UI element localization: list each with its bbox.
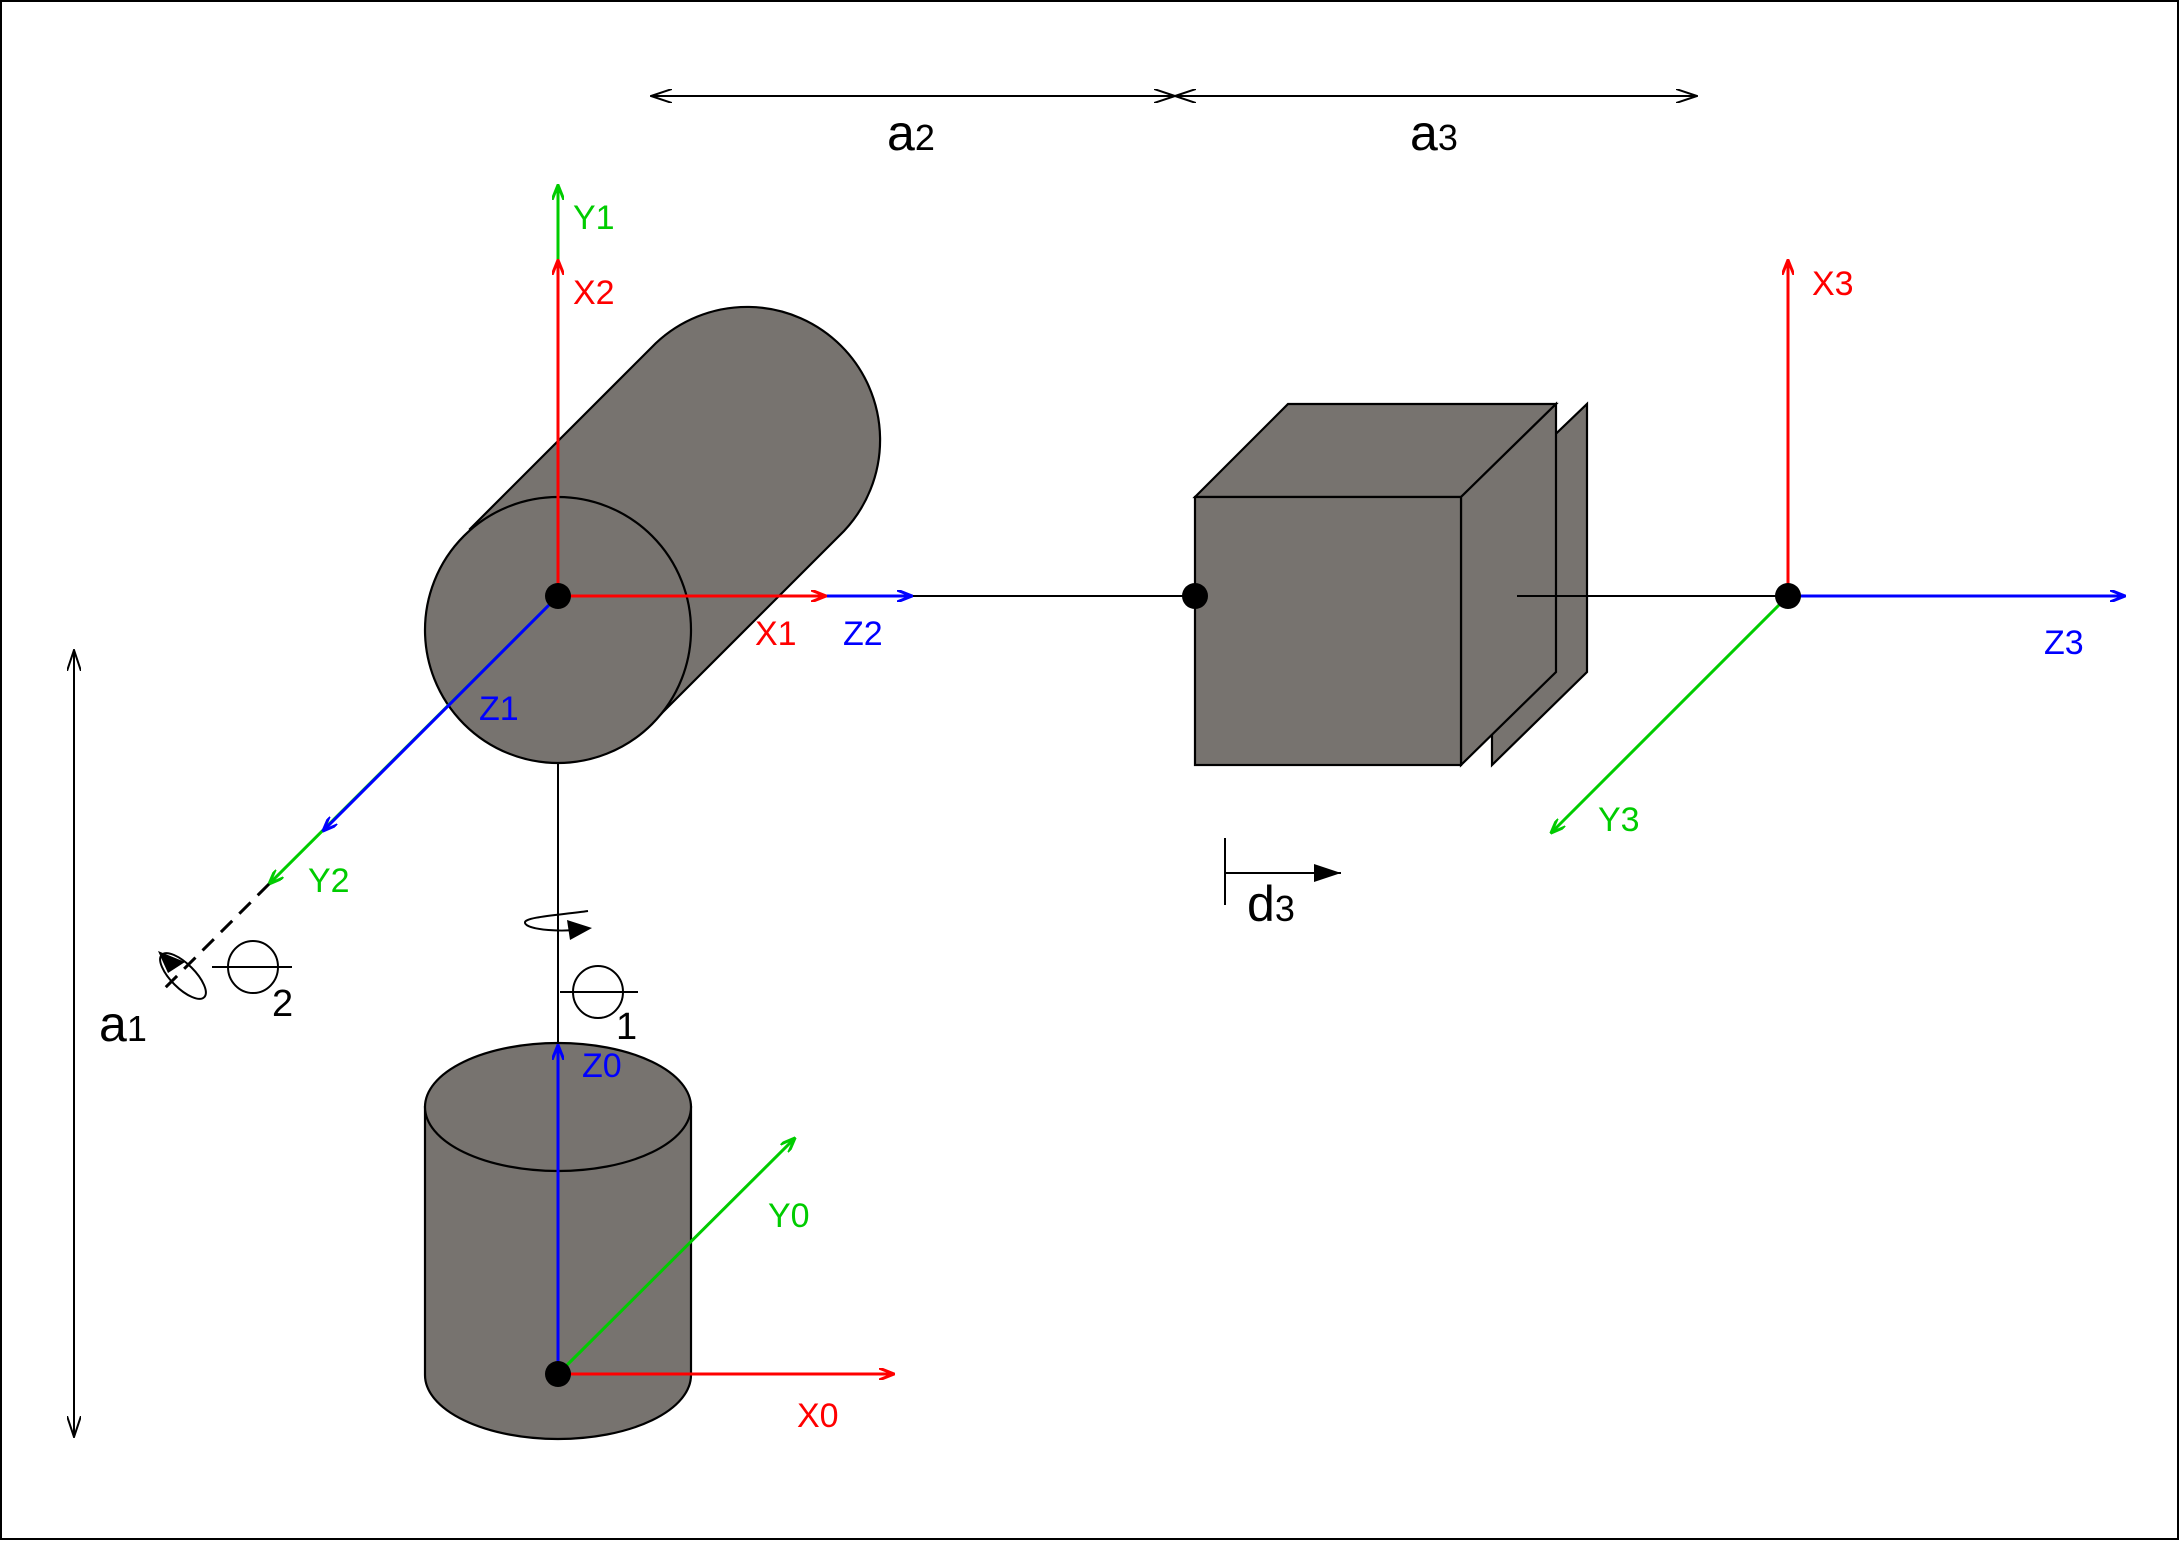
dimension-a1: a1 — [74, 650, 147, 1437]
y0-axis — [556, 1138, 795, 1376]
y1-label: Y1 — [573, 199, 615, 237]
y3-axis — [1551, 594, 1790, 833]
z1-axis — [323, 594, 560, 831]
dimension-a2: a2 — [651, 96, 1175, 161]
end-effector-dot — [1775, 583, 1801, 609]
d3-label: d3 — [1247, 876, 1295, 932]
joint-2-axis-dashed — [161, 882, 271, 992]
a1-label: a1 — [99, 996, 147, 1052]
theta1-subscript: 1 — [616, 1006, 637, 1048]
joint-0-dot — [545, 1361, 571, 1387]
joint-3-dot — [1182, 583, 1208, 609]
theta1-symbol: 1 — [523, 910, 638, 1048]
y3-label: Y3 — [1598, 801, 1640, 839]
joint-1-dot — [545, 583, 571, 609]
x1-label: X1 — [755, 615, 797, 653]
x2-label: X2 — [573, 274, 615, 312]
frame-1-2 — [161, 185, 912, 992]
dimension-a3: a3 — [1175, 96, 1697, 161]
a3-label: a3 — [1410, 105, 1458, 161]
y0-label: Y0 — [768, 1197, 810, 1235]
z3-label: Z3 — [2044, 624, 2084, 662]
x0-label: X0 — [797, 1397, 839, 1435]
frame-0 — [545, 1045, 894, 1387]
z0-label: Z0 — [582, 1047, 622, 1085]
theta2-symbol: 2 — [158, 940, 293, 1025]
y2-label: Y2 — [308, 862, 350, 900]
frame-3 — [1551, 260, 2125, 833]
z1-label: Z1 — [479, 690, 519, 728]
theta2-subscript: 2 — [272, 983, 293, 1025]
x3-label: X3 — [1812, 265, 1854, 303]
prismatic-block — [1192, 401, 1589, 768]
a2-label: a2 — [887, 105, 935, 161]
z2-label: Z2 — [843, 615, 883, 653]
dimension-d3: d3 — [1224, 838, 1341, 932]
